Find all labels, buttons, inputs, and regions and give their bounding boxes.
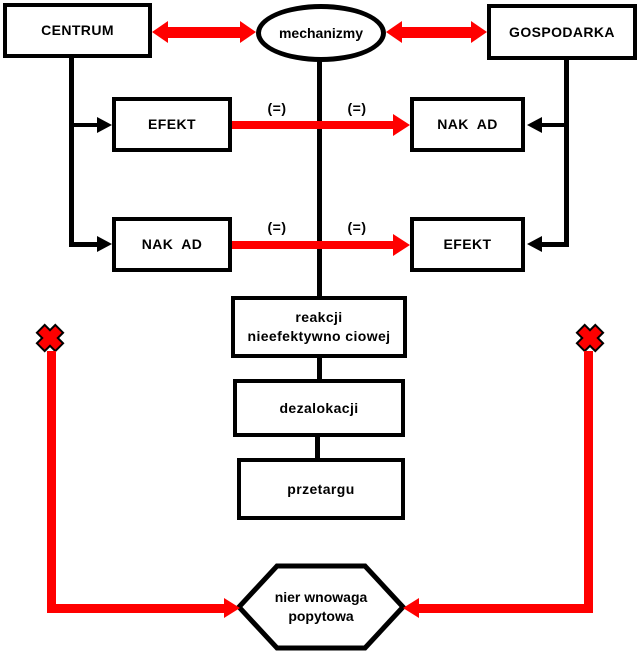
node-naklad-row1: NAK AD — [410, 97, 525, 152]
blocked-x-icon — [35, 323, 65, 358]
red-line-row1 — [232, 121, 395, 129]
red-route-left-vertical — [47, 351, 56, 613]
node-reakcji-line2: nieefektywno ciowej — [247, 328, 391, 344]
connector-dezalokacji-przetargu — [315, 437, 320, 459]
arrowhead-right-icon — [393, 114, 410, 136]
node-efekt-row1: EFEKT — [112, 97, 232, 152]
eq-label: (=) — [267, 100, 287, 116]
arrow-shaft — [166, 27, 242, 38]
arrowhead-right-icon — [471, 21, 487, 43]
node-dezalokacji: dezalokacji — [233, 379, 405, 437]
hexagon-line2: popytowa — [288, 608, 354, 624]
arrowhead-right-icon — [393, 234, 410, 256]
node-reakcji-line1: reakcji — [295, 309, 343, 325]
arrow-gospodarka-naklad — [542, 123, 569, 127]
arrowhead-left-icon — [152, 21, 168, 43]
node-reakcji: reakcji nieefektywno ciowej — [231, 296, 407, 358]
arrowhead-left-icon — [386, 21, 402, 43]
node-hexagon-nierownowaga: nier wnowaga popytowa — [235, 561, 407, 653]
red-route-right-horizontal — [417, 604, 593, 613]
line-gospodarka-down — [564, 60, 569, 246]
arrowhead-right-icon — [97, 236, 112, 252]
line-centrum-down — [69, 57, 74, 246]
red-line-row2 — [232, 241, 395, 249]
arrowhead-left-icon — [527, 236, 542, 252]
arrow-centrum-efekt — [69, 123, 99, 127]
arrowhead-right-icon — [97, 117, 112, 133]
hexagon-line1: nier wnowaga — [274, 589, 368, 605]
red-route-left-horizontal — [47, 604, 227, 613]
line-mechanizmy-down — [317, 60, 322, 296]
arrowhead-right-icon — [240, 21, 256, 43]
node-mechanizmy: mechanizmy — [256, 4, 386, 62]
eq-label: (=) — [347, 100, 367, 116]
eq-label: (=) — [267, 219, 287, 235]
connector-reakcji-dezalokacji — [317, 358, 322, 380]
red-route-right-vertical — [584, 351, 593, 613]
arrow-shaft — [400, 27, 473, 38]
node-przetargu: przetargu — [237, 458, 405, 520]
eq-label: (=) — [347, 219, 367, 235]
node-centrum: CENTRUM — [3, 3, 152, 58]
node-efekt-row2: EFEKT — [410, 217, 525, 272]
arrow-gospodarka-efekt — [542, 242, 569, 247]
arrowhead-left-icon — [527, 117, 542, 133]
arrowhead-right-icon — [224, 598, 240, 618]
arrow-centrum-naklad — [69, 242, 99, 247]
node-naklad-row2: NAK AD — [112, 217, 232, 272]
node-gospodarka: GOSPODARKA — [487, 4, 637, 60]
arrowhead-left-icon — [403, 598, 419, 618]
